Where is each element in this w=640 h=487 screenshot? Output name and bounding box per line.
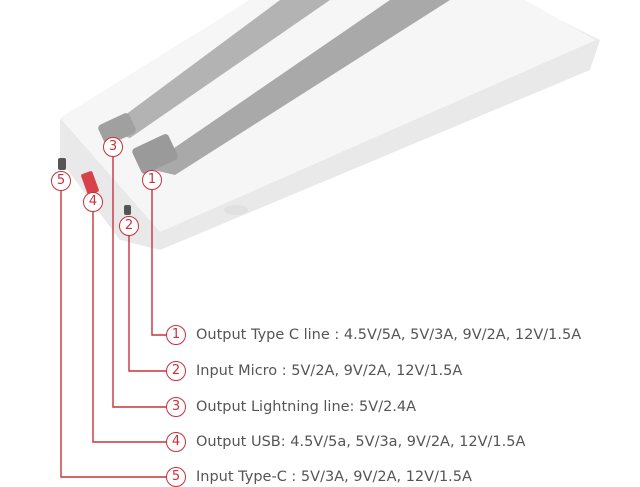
lightning-connector [98,113,136,145]
label-marker-1: 1 [166,325,186,345]
power-button [224,205,248,215]
type-c-connector [132,134,178,174]
marker-3: 3 [103,137,123,157]
lightning-cable [105,0,330,138]
label-marker-4: 4 [166,432,186,452]
micro-usb-port [124,205,131,215]
type-c-cable [145,0,450,175]
marker-5: 5 [51,171,71,191]
type-c-port [58,158,66,170]
label-marker-2: 2 [166,361,186,381]
spec-type-c-line: Output Type C line : 4.5V/5A, 5V/3A, 9V/… [196,327,582,343]
callout-lines [60,157,167,478]
marker-2: 2 [119,216,139,236]
label-marker-5: 5 [166,467,186,487]
spec-lightning-line: Output Lightning line: 5V/2.4A [196,399,417,415]
marker-4: 4 [83,192,103,212]
usb-port [81,171,99,195]
label-marker-3: 3 [166,397,186,417]
spec-output-usb: Output USB: 4.5V/5a, 5V/3a, 9V/2A, 12V/1… [196,434,526,450]
power-bank [58,0,600,250]
marker-1: 1 [142,170,162,190]
spec-input-type-c: Input Type-C : 5V/3A, 9V/2A, 12V/1.5A [196,469,472,485]
spec-input-micro: Input Micro : 5V/2A, 9V/2A, 12V/1.5A [196,363,463,379]
